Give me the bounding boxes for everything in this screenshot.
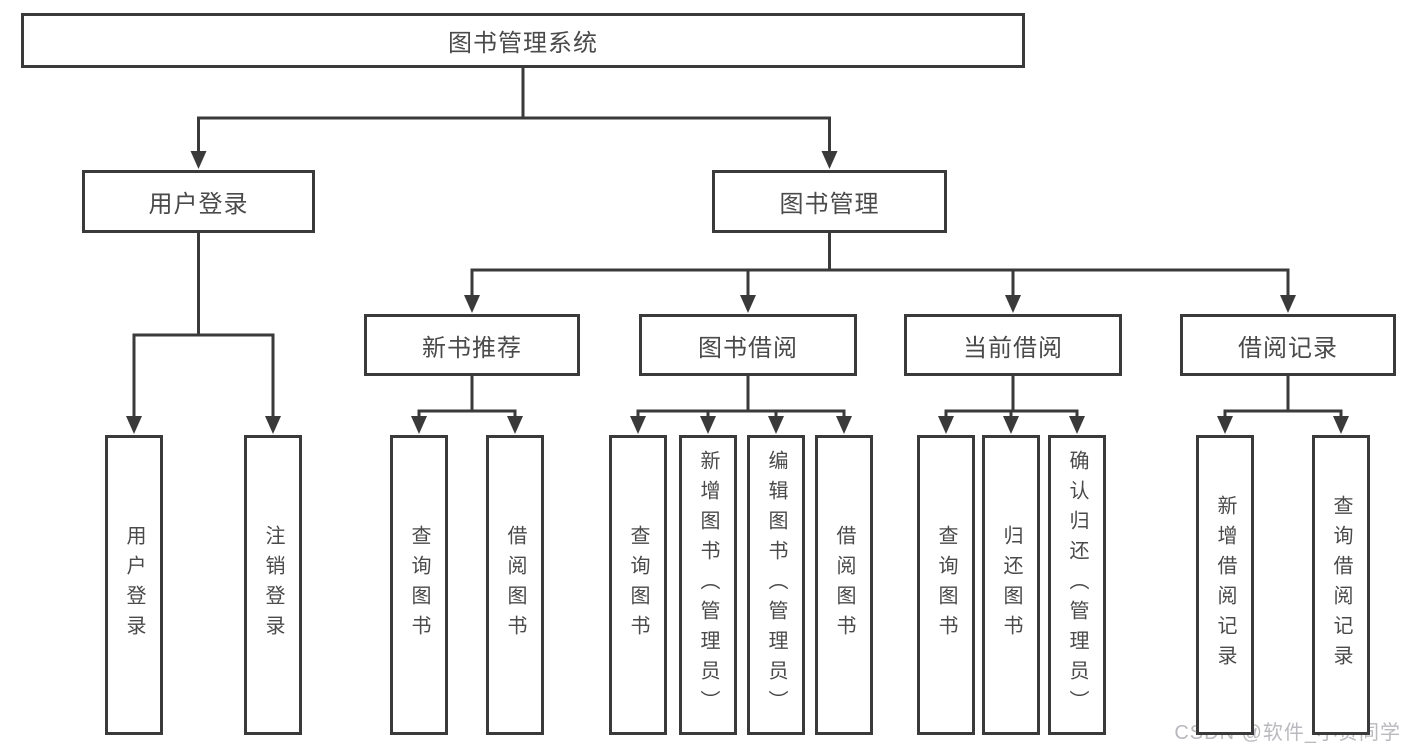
arrowhead: [768, 416, 784, 434]
node-leaf-borrow-book-1: 借阅图书: [486, 435, 544, 735]
arrowhead: [1003, 416, 1019, 434]
arrowhead: [630, 416, 646, 434]
edge-connector: [132, 231, 275, 424]
arrowhead: [1280, 295, 1296, 313]
node-book-mgmt: 图书管理: [712, 170, 947, 233]
edge-connector: [636, 374, 846, 424]
node-root: 图书管理系统: [21, 13, 1025, 68]
node-leaf-edit-book: 编辑图书（管理员）: [747, 435, 805, 735]
edge-connector: [417, 374, 517, 424]
arrowhead: [836, 416, 852, 434]
node-borrow-record: 借阅记录: [1180, 314, 1396, 376]
node-leaf-query-record: 查询借阅记录: [1312, 435, 1370, 735]
node-leaf-query-book-2: 查询图书: [609, 435, 667, 735]
node-leaf-borrow-book-2: 借阅图书: [815, 435, 873, 735]
arrowhead: [190, 151, 207, 169]
node-leaf-user-login: 用户登录: [105, 435, 163, 735]
node-leaf-add-record: 新增借阅记录: [1196, 435, 1254, 735]
arrowhead: [464, 295, 480, 313]
edge-connector: [1223, 374, 1343, 424]
node-new-book-rec: 新书推荐: [364, 314, 580, 376]
node-leaf-logout: 注销登录: [244, 435, 302, 735]
node-leaf-add-book: 新增图书（管理员）: [679, 435, 737, 735]
node-leaf-query-book-3: 查询图书: [917, 435, 975, 735]
arrowhead: [507, 416, 523, 434]
arrowhead: [700, 416, 716, 434]
node-current-borrow: 当前借阅: [904, 314, 1122, 376]
arrowhead: [1217, 416, 1233, 434]
arrowhead: [411, 416, 427, 434]
node-leaf-confirm-return: 确认归还（管理员）: [1048, 435, 1106, 735]
node-leaf-return-book: 归还图书: [982, 435, 1040, 735]
edge-connector: [944, 374, 1079, 424]
arrowhead: [938, 416, 954, 434]
arrowhead: [1069, 416, 1085, 434]
edge-connector: [197, 66, 831, 159]
arrowhead: [821, 151, 838, 169]
node-user-login: 用户登录: [82, 170, 315, 233]
arrowhead: [265, 416, 281, 434]
node-leaf-query-book-1: 查询图书: [390, 435, 448, 735]
edge-connector: [470, 231, 1290, 303]
node-book-borrow: 图书借阅: [639, 314, 857, 376]
arrowhead: [1005, 295, 1021, 313]
arrowhead: [126, 416, 142, 434]
arrowhead: [1333, 416, 1349, 434]
arrowhead: [740, 295, 756, 313]
